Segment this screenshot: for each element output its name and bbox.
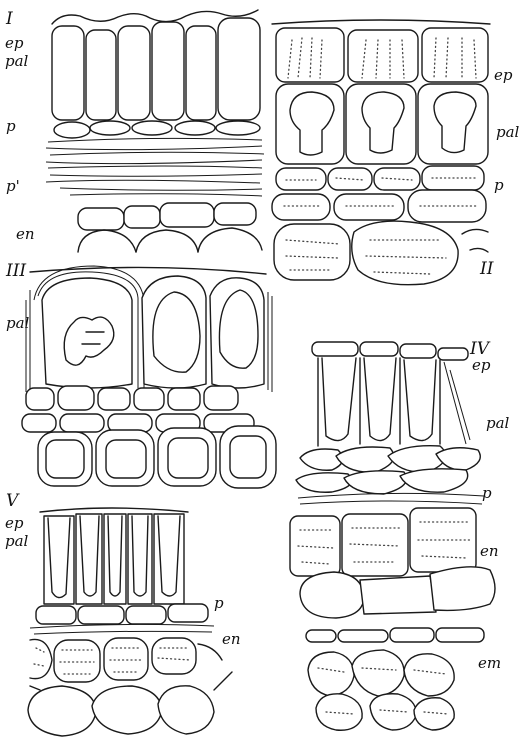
- panel-5-endosperm-cells: [28, 672, 232, 736]
- panel-5-aleurone-cells: [30, 638, 222, 682]
- panel-4-parenchyma-rows: [296, 446, 484, 504]
- panel-4-pal-label: pal: [486, 414, 510, 432]
- panel-5-en-label: en: [222, 630, 241, 648]
- panel-2-pal-label: pal: [496, 123, 519, 141]
- panel-1-ep-label: ep: [5, 34, 24, 52]
- panel-4: IV ep pal p en em: [290, 339, 510, 730]
- panel-3-palisade-cells: [26, 266, 272, 394]
- panel-4-en-label: en: [480, 542, 499, 560]
- panel-5: V ep pal p en: [5, 491, 241, 736]
- panel-1-p-label: p: [6, 117, 16, 135]
- panel-2-p-label: p: [494, 176, 504, 194]
- panel-1-pal-label: pal: [5, 52, 29, 70]
- panel-4-palisade-cells: [318, 358, 470, 446]
- panel-3-outer-wall: [30, 267, 266, 274]
- panel-2-epidermis-cells: [276, 28, 488, 82]
- panel-3-endosperm: [38, 426, 276, 488]
- panel-4-epidermis-cells: [312, 342, 468, 360]
- panel-2-numeral: II: [479, 259, 494, 279]
- panel-1-compressed-layer: [46, 138, 264, 196]
- panel-4-ep-label: ep: [472, 356, 491, 374]
- panel-4-em-label: em: [478, 654, 501, 672]
- panel-5-ep-label: ep: [5, 514, 24, 532]
- panel-2-endosperm: [272, 190, 488, 285]
- panel-1-parenchyma-row: [54, 121, 260, 138]
- panel-4-embryo-cells: [308, 650, 454, 730]
- panel-2-outer-wall: [272, 20, 490, 24]
- panel-1-palisade-cells: [52, 18, 260, 120]
- panel-3-parenchyma-rows: [22, 386, 254, 432]
- panel-2-palisade-cells: [276, 84, 488, 164]
- panel-4-endosperm-cells: [290, 508, 476, 576]
- panel-1-numeral: I: [5, 9, 13, 29]
- panel-2-ep-label: ep: [494, 66, 513, 84]
- panel-2: ep pal p II: [272, 20, 519, 285]
- panel-5-palisade-cells: [44, 514, 184, 604]
- panel-5-p-label: p: [214, 594, 224, 612]
- panel-4-embryo-epidermis: [306, 628, 484, 642]
- panel-5-pal-label: pal: [5, 532, 29, 550]
- panel-1: I ep pal p p' en: [5, 9, 264, 252]
- panel-4-p-label: p: [482, 484, 492, 502]
- panel-3-numeral: III: [5, 261, 26, 281]
- panel-3: III pal: [5, 261, 276, 488]
- panel-1-en-label: en: [16, 225, 35, 243]
- panel-2-parenchyma-row: [276, 166, 484, 190]
- panel-1-p-prime-label: p': [6, 177, 20, 195]
- panel-5-numeral: V: [6, 491, 20, 511]
- panel-1-endosperm: [78, 203, 262, 252]
- panel-5-outer-wall: [40, 508, 188, 512]
- panel-5-parenchyma-row: [30, 604, 214, 634]
